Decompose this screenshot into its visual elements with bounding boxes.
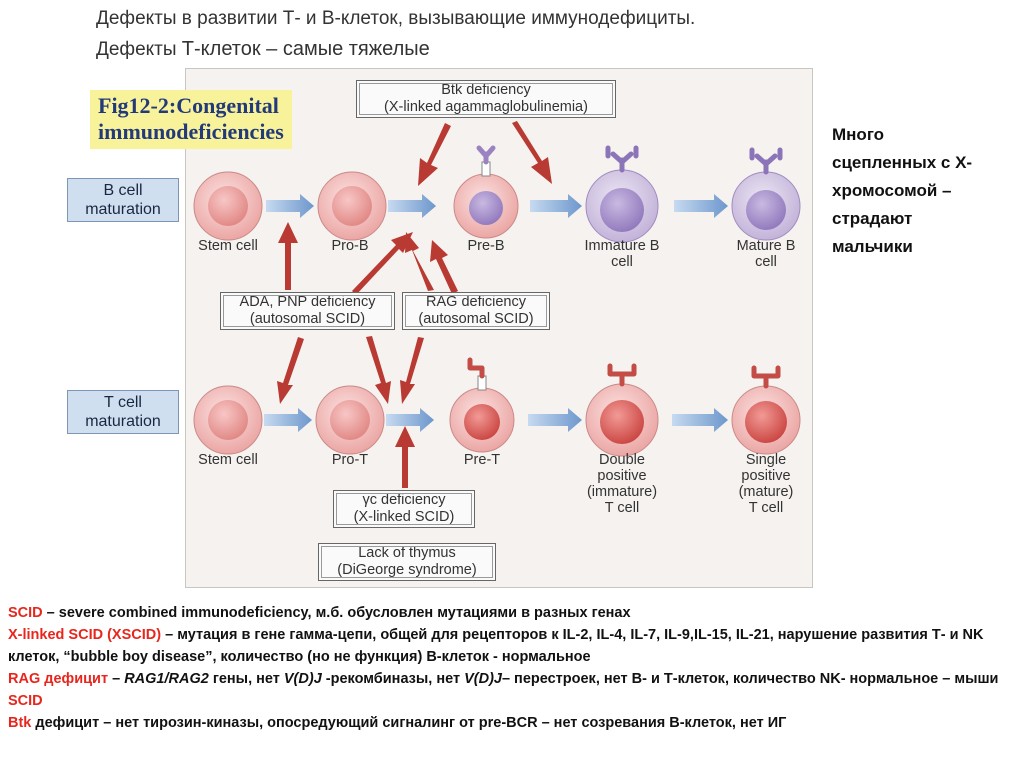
cell-label: Mature B cell bbox=[736, 238, 796, 270]
subtitle-part-1: Дефекты bbox=[96, 39, 182, 60]
note-gene: RAG1/RAG2 bbox=[124, 671, 209, 687]
note-term: X-linked SCID (XSCID) bbox=[8, 627, 162, 643]
cell-label: Pro-B bbox=[331, 238, 369, 254]
gamma-c-deficiency-box: γc deficiency (X-linked SCID) bbox=[333, 490, 475, 528]
note-text: – bbox=[108, 671, 125, 687]
cell-label: Stem cell bbox=[198, 452, 258, 468]
cell-label: Stem cell bbox=[198, 238, 258, 254]
figure-title: Fig12-2:Congenital immunodeficiencies bbox=[90, 90, 292, 149]
note-line: SCID – severe combined immunodeficiency,… bbox=[8, 602, 1018, 624]
t-cell-maturation-label: T cell maturation bbox=[67, 390, 179, 434]
note-line: RAG дефицит – RAG1/RAG2 гены, нет V(D)J … bbox=[8, 668, 1018, 712]
cell-label: Immature B cell bbox=[584, 238, 660, 270]
cell-label: Double positive (immature) T cell bbox=[586, 452, 658, 516]
note-term: SCID bbox=[8, 693, 43, 709]
cell-label: Single positive (mature) T cell bbox=[738, 452, 794, 516]
rag-deficiency-box: RAG deficiency (autosomal SCID) bbox=[402, 292, 550, 330]
cell-label: Pre-T bbox=[463, 452, 501, 468]
subtitle-part-2: Т-клеток – самые тяжелые bbox=[181, 38, 430, 60]
ada-pnp-deficiency-box: ADA, PNP deficiency (autosomal SCID) bbox=[220, 292, 395, 330]
note-line: X-linked SCID (XSCID) – мутация в гене г… bbox=[8, 624, 1018, 668]
note-text: – мутация в гене гамма-цепи, общей для р… bbox=[8, 627, 984, 665]
notes-block: SCID – severe combined immunodeficiency,… bbox=[8, 602, 1018, 734]
note-term: RAG дефицит bbox=[8, 671, 109, 687]
note-term: Btk bbox=[8, 715, 32, 731]
note-text: дефицит – нет тирозин-киназы, опосредующ… bbox=[31, 715, 787, 731]
note-gene: V(D)J bbox=[464, 671, 502, 687]
b-cell-maturation-label: B cell maturation bbox=[67, 178, 179, 222]
page-title: Дефекты в развитии Т- и В-клеток, вызыва… bbox=[96, 8, 696, 29]
side-note: Много сцепленных с Х- хромосомой – страд… bbox=[832, 125, 973, 256]
cell-label: Pre-B bbox=[467, 238, 505, 254]
note-gene: V(D)J bbox=[283, 671, 322, 687]
note-term: SCID bbox=[8, 605, 43, 621]
lack-of-thymus-box: Lack of thymus (DiGeorge syndrome) bbox=[318, 543, 496, 581]
page-subtitle: Дефекты Т-клеток – самые тяжелые bbox=[96, 38, 430, 61]
note-line: Btk дефицит – нет тирозин-киназы, опосре… bbox=[8, 712, 1018, 734]
note-text: – перестроек, нет В- и Т-клеток, количес… bbox=[501, 671, 999, 687]
note-text: – severe combined immunodeficiency, м.б.… bbox=[42, 605, 631, 621]
btk-deficiency-box: Btk deficiency (X-linked agammaglobuline… bbox=[356, 80, 616, 118]
cell-label: Pro-T bbox=[331, 452, 369, 468]
note-text: гены, нет bbox=[208, 671, 284, 687]
note-text: -рекомбиназы, нет bbox=[321, 671, 465, 687]
